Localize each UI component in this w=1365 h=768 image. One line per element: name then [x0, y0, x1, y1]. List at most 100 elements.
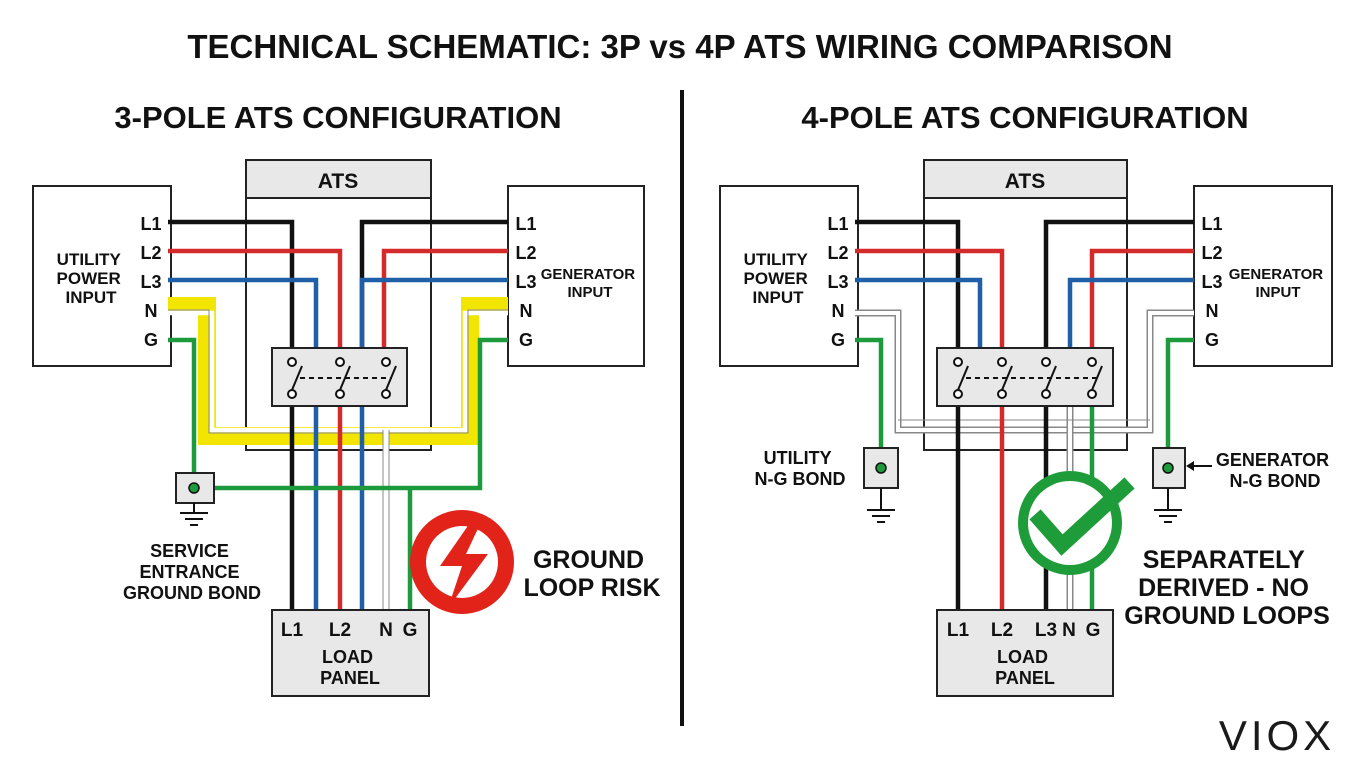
generator-box-line2: INPUT — [568, 284, 613, 301]
generator-ng-bond-line1: GENERATOR — [1216, 450, 1329, 470]
utility-power-input-box-4p — [719, 185, 859, 367]
utility-box-4p-line3: INPUT — [753, 288, 805, 307]
utility-l1-wire — [168, 219, 295, 612]
utility-ng-bond-line1: UTILITY — [764, 448, 832, 468]
generator-l3-wire — [359, 277, 508, 612]
load-4p-terminal-l3: L3 — [1035, 620, 1057, 641]
separately-derived-label: SEPARATELY DERIVED - NO GROUND LOOPS — [1124, 546, 1330, 630]
utility-4p-l1-wire — [855, 219, 961, 612]
service-ground-bond-point — [188, 482, 200, 494]
generator-input-box-4p — [1193, 185, 1333, 367]
load-4p-terminal-l1: L1 — [947, 620, 970, 641]
generator-input-box — [507, 185, 645, 367]
ats-header — [245, 159, 432, 199]
utility-4p-terminal-n: N — [832, 301, 845, 321]
generator-box-label: GENERATOR INPUT — [541, 266, 640, 301]
warning-line2: LOOP RISK — [523, 574, 660, 602]
load-panel-line2: PANEL — [320, 668, 380, 688]
load-panel-box — [271, 609, 430, 697]
generator-4p-terminal-n: N — [1206, 301, 1219, 321]
check-mark-icon — [1018, 471, 1135, 575]
generator-4p-l3-wire — [1067, 277, 1194, 362]
generator-terminal-g: G — [519, 330, 533, 350]
generator-4p-terminal-l3: L3 — [1201, 272, 1222, 292]
load-panel-box-4p — [936, 609, 1114, 697]
load-terminal-g: G — [403, 620, 418, 641]
utility-power-input-box — [32, 185, 172, 367]
ats-label-4p: ATS — [1005, 170, 1045, 193]
generator-box-line1: GENERATOR — [541, 266, 636, 283]
generator-4p-l2-wire — [1089, 248, 1194, 362]
load-panel-4p-line2: PANEL — [995, 668, 1055, 688]
service-bond-label: SERVICE ENTRANCE GROUND BOND — [123, 541, 261, 603]
utility-4p-terminal-l1: L1 — [827, 214, 848, 234]
load-panel-terminals-4p: L1 L2 L3 N G — [947, 620, 1100, 641]
service-ground-symbol-icon — [180, 503, 208, 526]
load-4p-terminal-g: G — [1086, 620, 1101, 641]
utility-ground-wire — [168, 337, 197, 488]
generator-ng-bond-label: GENERATOR N-G BOND — [1216, 450, 1334, 491]
generator-ng-bond-point — [1162, 462, 1174, 474]
warning-line1: GROUND — [533, 546, 644, 574]
generator-terminal-l1: L1 — [515, 214, 536, 234]
utility-l3-wire — [168, 277, 319, 612]
three-pole-panel: 3-POLE ATS CONFIGURATION ATS UTILITY POW… — [32, 100, 661, 697]
generator-box-4p-line2: INPUT — [1256, 284, 1301, 301]
generator-box-label-4p: GENERATOR INPUT — [1229, 266, 1328, 301]
service-bond-line3: GROUND BOND — [123, 583, 261, 603]
page-title: TECHNICAL SCHEMATIC: 3P vs 4P ATS WIRING… — [187, 28, 1172, 65]
utility-4p-ground-wire — [855, 337, 884, 468]
utility-ng-bond-label: UTILITY N-G BOND — [755, 448, 846, 489]
viox-logo: VIOX — [1219, 712, 1335, 759]
generator-terminal-l3: L3 — [515, 272, 536, 292]
load-panel-line1: LOAD — [322, 647, 373, 667]
generator-terminals: L1 L2 L3 N G — [515, 214, 536, 350]
load-terminal-l2: L2 — [329, 620, 351, 641]
generator-ng-bond-line2: N-G BOND — [1230, 471, 1321, 491]
utility-4p-l3-wire — [855, 277, 983, 362]
utility-4p-terminal-l2: L2 — [827, 243, 848, 263]
utility-4p-terminal-l3: L3 — [827, 272, 848, 292]
utility-terminal-n: N — [145, 301, 158, 321]
utility-box-line3: INPUT — [66, 288, 118, 307]
three-pole-heading: 3-POLE ATS CONFIGURATION — [114, 100, 561, 135]
service-bond-line1: SERVICE — [150, 541, 229, 561]
utility-box-label: UTILITY POWER INPUT — [57, 250, 126, 307]
switch-contacts — [287, 357, 397, 399]
utility-terminals-4p: L1 L2 L3 N G — [827, 214, 848, 350]
generator-l2-wire — [381, 248, 508, 362]
ats-header-4p — [923, 159, 1128, 199]
load-terminal-l1: L1 — [281, 620, 304, 641]
ok-note-line1: SEPARATELY — [1143, 546, 1305, 574]
load-panel-4p-line1: LOAD — [997, 647, 1048, 667]
generator-terminal-l2: L2 — [515, 243, 536, 263]
ok-note-line3: GROUND LOOPS — [1124, 602, 1330, 630]
neutral-wires-4p — [855, 309, 1194, 612]
four-pole-heading: 4-POLE ATS CONFIGURATION — [801, 100, 1248, 135]
utility-ng-bond-line2: N-G BOND — [755, 469, 846, 489]
utility-box-4p-line2: POWER — [744, 269, 808, 288]
generator-4p-terminal-l1: L1 — [1201, 214, 1222, 234]
generator-4p-terminal-l2: L2 — [1201, 243, 1222, 263]
utility-terminals: L1 L2 L3 N G — [140, 214, 161, 350]
generator-4p-ground-wire — [1165, 337, 1194, 468]
ats-label: ATS — [318, 170, 358, 193]
utility-box-4p-line1: UTILITY — [744, 250, 809, 269]
utility-4p-terminal-g: G — [831, 330, 845, 350]
utility-box-line1: UTILITY — [57, 250, 122, 269]
load-terminal-n: N — [379, 620, 393, 641]
load-4p-terminal-n: N — [1062, 620, 1076, 641]
load-4p-terminal-l2: L2 — [991, 620, 1013, 641]
lightning-bolt-warning-icon — [410, 510, 514, 614]
ground-loop-warning-label: GROUND LOOP RISK — [523, 546, 660, 602]
utility-ground-symbol-icon — [867, 488, 895, 523]
utility-ng-bond-point — [875, 462, 887, 474]
generator-terminal-n: N — [520, 301, 533, 321]
utility-l2-wire — [168, 248, 343, 612]
generator-terminals-4p: L1 L2 L3 N G — [1201, 214, 1222, 350]
generator-4p-terminal-g: G — [1205, 330, 1219, 350]
utility-terminal-l2: L2 — [140, 243, 161, 263]
utility-terminal-l3: L3 — [140, 272, 161, 292]
switch-contacts-4p — [953, 357, 1103, 399]
